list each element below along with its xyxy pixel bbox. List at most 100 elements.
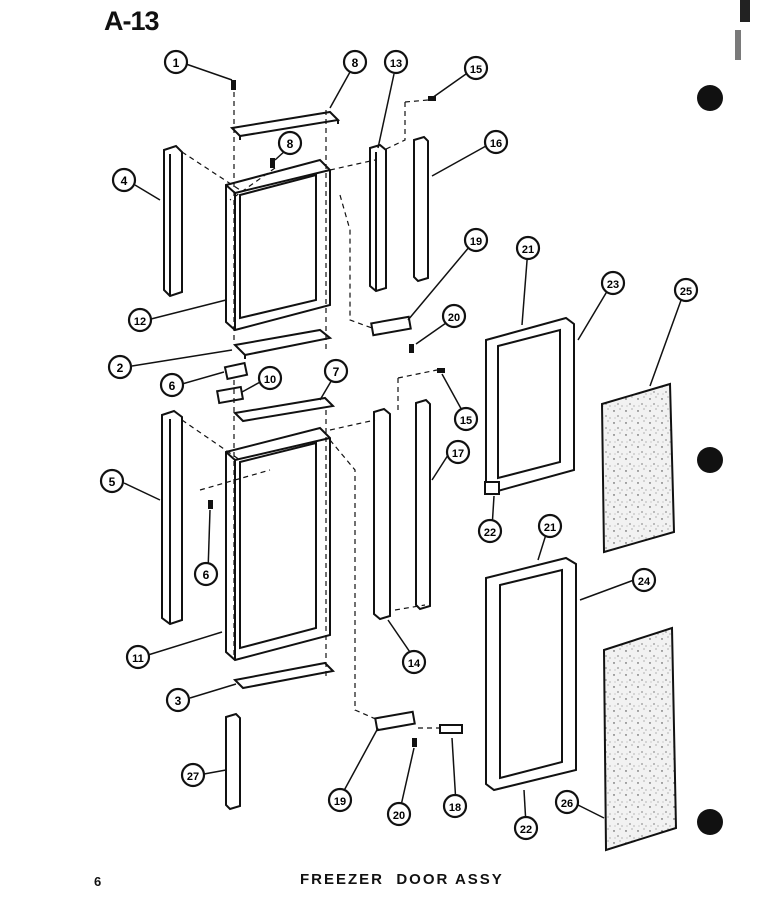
callout-1: 1 bbox=[163, 49, 189, 75]
callout-12: 12 bbox=[127, 307, 153, 333]
callout-25: 25 bbox=[673, 277, 699, 303]
svg-text:25: 25 bbox=[680, 286, 692, 298]
lower-liner-frame bbox=[485, 556, 577, 792]
upper-bottom-plate bbox=[232, 328, 333, 359]
callouts: 1 8 8 13 15 4 16 12 19 20 2 6 10 7 15 17… bbox=[99, 49, 699, 841]
callout-15: 15 bbox=[463, 55, 489, 81]
callout-7: 7 bbox=[323, 358, 349, 384]
screw bbox=[409, 344, 414, 353]
callout-26: 26 bbox=[554, 789, 580, 815]
lower-bottom-plate bbox=[232, 661, 336, 690]
callout-2: 2 bbox=[107, 354, 133, 380]
callout-4: 4 bbox=[111, 167, 137, 193]
svg-text:21: 21 bbox=[544, 522, 556, 534]
callout-23: 23 bbox=[600, 270, 626, 296]
lower-right-trim bbox=[373, 407, 391, 621]
svg-text:20: 20 bbox=[393, 810, 405, 822]
svg-text:15: 15 bbox=[470, 64, 482, 76]
svg-text:11: 11 bbox=[132, 653, 144, 665]
svg-text:20: 20 bbox=[448, 312, 460, 324]
insulation-panels bbox=[600, 382, 678, 852]
svg-text:22: 22 bbox=[484, 527, 496, 539]
callout-17: 17 bbox=[445, 439, 471, 465]
upper-insulation bbox=[600, 382, 676, 554]
svg-text:2: 2 bbox=[117, 361, 124, 375]
lower-door-frame bbox=[225, 426, 331, 662]
callout-3: 3 bbox=[165, 687, 191, 713]
callout-16: 16 bbox=[483, 129, 509, 155]
svg-text:16: 16 bbox=[490, 138, 502, 150]
svg-text:26: 26 bbox=[561, 798, 573, 810]
screw bbox=[428, 96, 436, 101]
callout-19: 19 bbox=[327, 787, 353, 813]
hinge-plate bbox=[215, 385, 245, 405]
small-bracket bbox=[223, 361, 249, 381]
leader-lines bbox=[123, 63, 685, 826]
svg-text:21: 21 bbox=[522, 244, 534, 256]
screw bbox=[208, 500, 213, 509]
svg-text:22: 22 bbox=[520, 824, 532, 836]
svg-text:3: 3 bbox=[175, 694, 182, 708]
callout-22: 22 bbox=[513, 815, 539, 841]
svg-text:24: 24 bbox=[638, 576, 651, 588]
callout-6: 6 bbox=[159, 372, 185, 398]
svg-text:18: 18 bbox=[449, 802, 461, 814]
callout-15: 15 bbox=[453, 406, 479, 432]
screw bbox=[412, 738, 417, 747]
callout-11: 11 bbox=[125, 644, 151, 670]
svg-text:4: 4 bbox=[121, 174, 128, 188]
clip bbox=[439, 724, 463, 734]
callout-27: 27 bbox=[180, 762, 206, 788]
svg-text:1: 1 bbox=[173, 56, 180, 70]
svg-text:7: 7 bbox=[333, 365, 340, 379]
screws bbox=[208, 80, 445, 747]
upper-top-plate bbox=[229, 110, 341, 140]
binder-hole bbox=[697, 447, 723, 473]
callout-14: 14 bbox=[401, 649, 427, 675]
callout-8: 8 bbox=[342, 49, 368, 75]
callout-22: 22 bbox=[477, 518, 503, 544]
callout-13: 13 bbox=[383, 49, 409, 75]
callout-21: 21 bbox=[537, 513, 563, 539]
svg-text:5: 5 bbox=[109, 475, 116, 489]
svg-text:15: 15 bbox=[460, 415, 472, 427]
callout-24: 24 bbox=[631, 567, 657, 593]
callout-18: 18 bbox=[442, 793, 468, 819]
page-id: A-13 bbox=[104, 6, 160, 36]
callout-10: 10 bbox=[257, 365, 283, 391]
svg-text:27: 27 bbox=[187, 771, 199, 783]
assembly-lines bbox=[181, 92, 440, 729]
binder-hole bbox=[697, 85, 723, 111]
page-number: 6 bbox=[94, 874, 102, 889]
callout-8: 8 bbox=[277, 130, 303, 156]
svg-text:13: 13 bbox=[390, 58, 402, 70]
lower-left-trim bbox=[161, 409, 183, 626]
upper-hinge bbox=[370, 315, 412, 337]
callout-20: 20 bbox=[386, 801, 412, 827]
callout-5: 5 bbox=[99, 468, 125, 494]
upper-door-frame bbox=[225, 158, 331, 332]
upper-left-trim bbox=[163, 144, 183, 298]
svg-text:12: 12 bbox=[134, 316, 146, 328]
scan-smudges bbox=[735, 0, 750, 60]
svg-text:8: 8 bbox=[287, 137, 294, 151]
svg-text:8: 8 bbox=[352, 56, 359, 70]
svg-text:10: 10 bbox=[264, 374, 276, 386]
callout-21: 21 bbox=[515, 235, 541, 261]
screw bbox=[437, 368, 445, 373]
lower-top-plate bbox=[232, 396, 336, 423]
callout-20: 20 bbox=[441, 303, 467, 329]
svg-text:23: 23 bbox=[607, 279, 619, 291]
handle-piece bbox=[225, 712, 241, 811]
svg-text:6: 6 bbox=[169, 379, 176, 393]
callout-6: 6 bbox=[193, 561, 219, 587]
diagram-caption: FREEZER DOOR ASSY bbox=[300, 871, 504, 888]
callout-19: 19 bbox=[463, 227, 489, 253]
upper-liner-frame bbox=[484, 316, 575, 495]
svg-text:6: 6 bbox=[203, 568, 210, 582]
lower-insulation bbox=[602, 626, 678, 852]
svg-text:19: 19 bbox=[334, 796, 346, 808]
upper-channel bbox=[413, 135, 429, 283]
